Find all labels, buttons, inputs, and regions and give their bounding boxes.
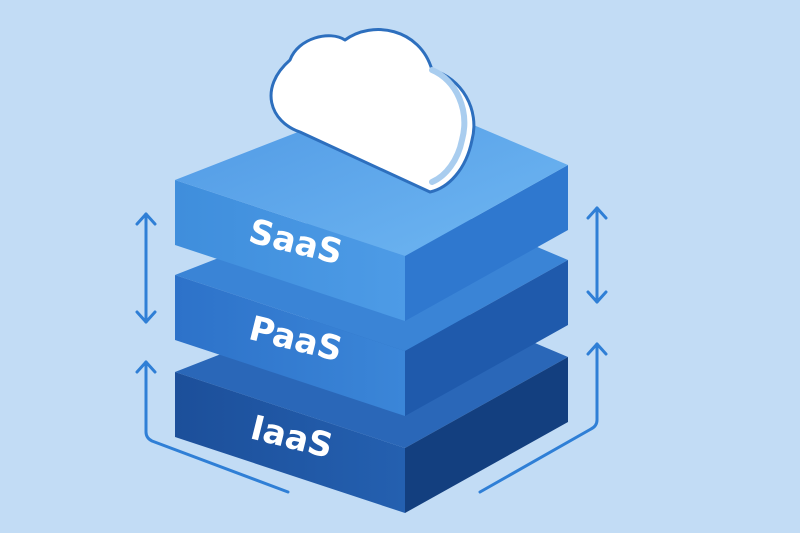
layer-iaas-right-face	[405, 357, 568, 513]
layer-iaas-left-face	[175, 372, 405, 513]
arrow-up-icon	[135, 360, 290, 494]
arrow-up-icon	[478, 342, 608, 494]
arrow-up-down-icon	[586, 206, 608, 304]
arrow-up-down-icon	[135, 212, 157, 324]
layer-saas-left-face	[175, 180, 405, 321]
layer-paas-left-face	[175, 275, 405, 416]
layer-saas-right-face	[405, 165, 568, 321]
layer-paas-right-face	[405, 260, 568, 416]
cloud-icon	[269, 28, 476, 194]
